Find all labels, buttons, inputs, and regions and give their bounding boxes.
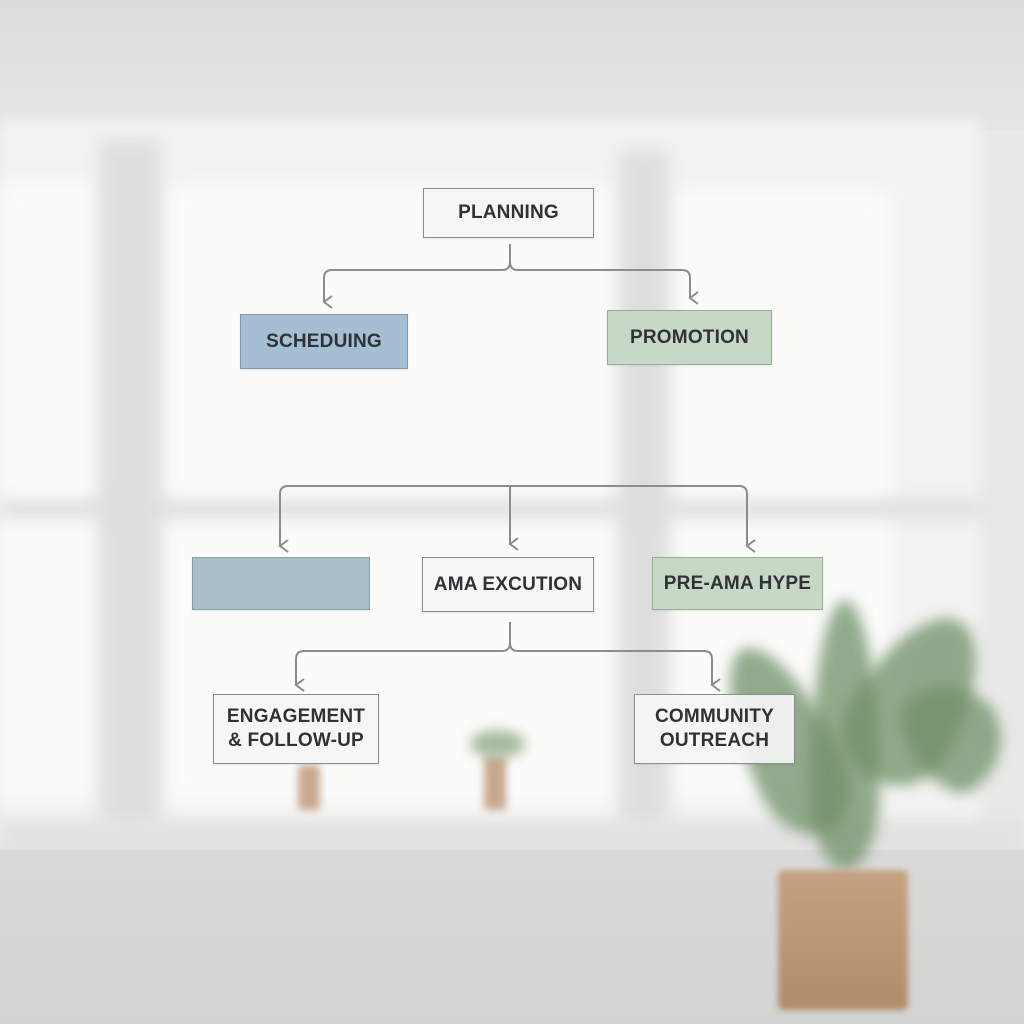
wall-top [0, 0, 1024, 130]
window-mullion [100, 140, 160, 830]
small-plant-pot [484, 755, 506, 810]
window-pane-left [0, 180, 95, 800]
connector-ama-to-community [509, 642, 721, 692]
window-transom [0, 500, 980, 518]
connector-planning-to-promotion [509, 261, 699, 305]
small-plant-pot [298, 765, 320, 810]
plant-pot [778, 870, 908, 1010]
node-blank [192, 557, 370, 610]
small-plant-leaves [470, 730, 525, 758]
node-planning: PLANNING [423, 188, 594, 238]
connector-planning-to-scheduling [322, 244, 511, 309]
connector-split-to-blank [278, 485, 510, 553]
connector-split-to-pre-ama-hype [510, 485, 756, 553]
node-promotion: PROMOTION [607, 310, 772, 365]
connector-ama-to-engagement [294, 622, 511, 692]
node-community-outreach: COMMUNITY OUTREACH [634, 694, 795, 764]
node-pre-ama-hype: PRE-AMA HYPE [652, 557, 823, 610]
node-scheduling: SCHEDUING [240, 314, 408, 369]
node-engagement-follow-up: ENGAGEMENT & FOLLOW-UP [213, 694, 379, 764]
node-ama-execution: AMA EXCUTION [422, 557, 594, 612]
